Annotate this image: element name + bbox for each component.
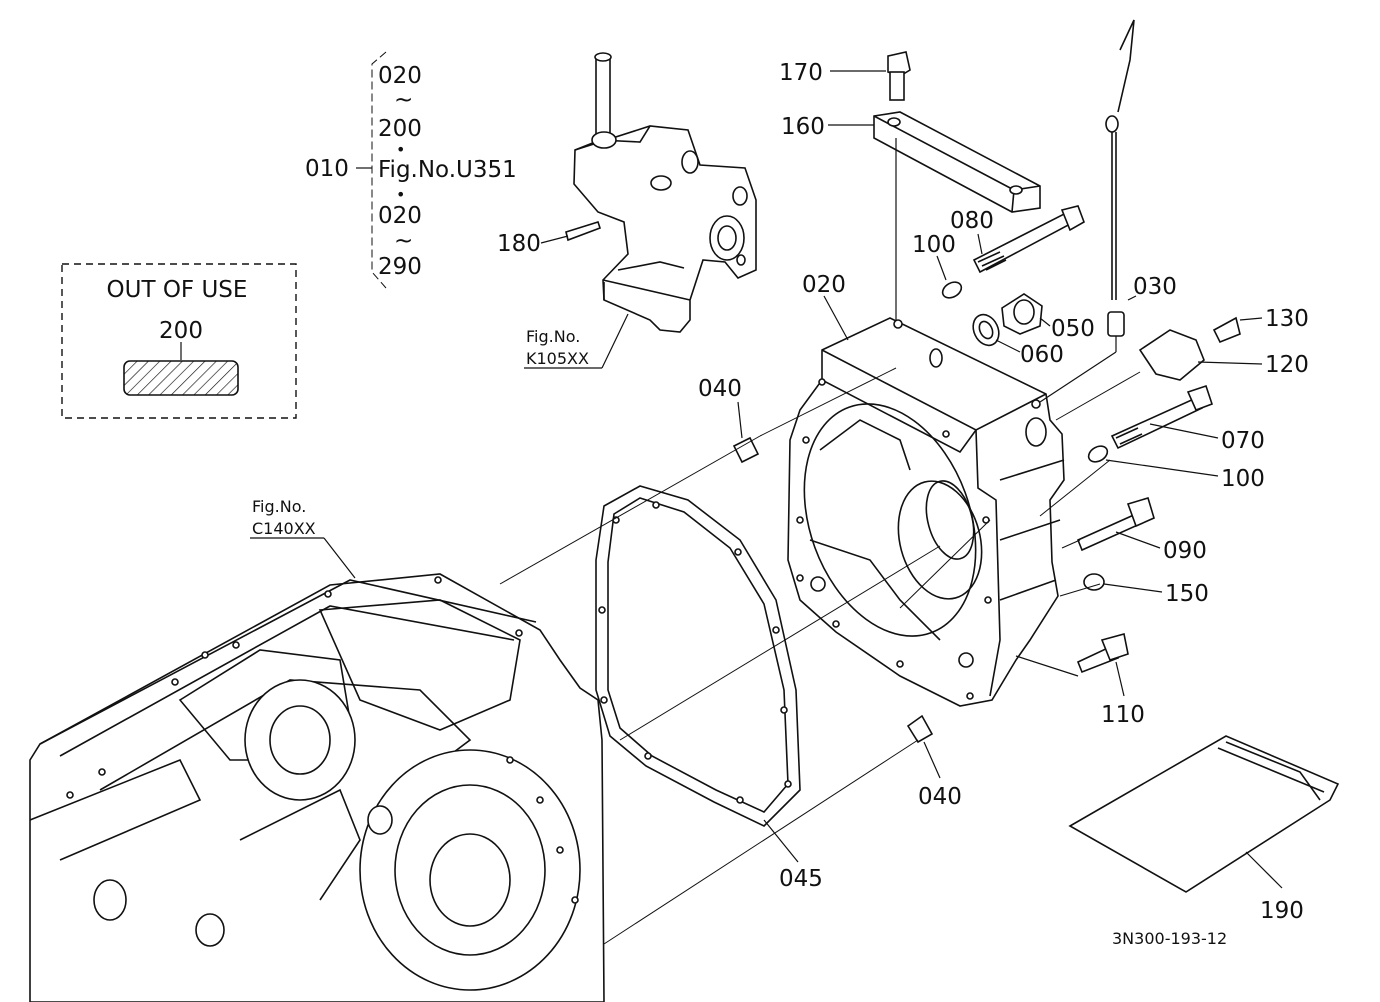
part-080-100: 080 100 <box>912 205 1085 299</box>
label-130: 130 <box>1265 306 1309 332</box>
bracket-line-1: 020 <box>378 63 422 89</box>
assembly-lines <box>499 367 1141 945</box>
dipstick-030: 030 <box>1039 19 1177 403</box>
ref-k105-fig: Fig.No. <box>526 327 580 346</box>
drawing-code: 3N300-193-12 <box>1112 929 1227 948</box>
part-130-120: 130 120 <box>1138 306 1309 381</box>
part-170-160: 170 160 <box>779 51 1041 320</box>
out-of-use-title: OUT OF USE <box>107 277 248 303</box>
bracket-tilde-1: ~ <box>394 87 413 113</box>
label-120: 120 <box>1265 352 1309 378</box>
part-050-060: 050 060 <box>972 293 1095 368</box>
label-070: 070 <box>1221 428 1265 454</box>
bracket-list-010: 020 ~ 200 • Fig.No.U351 • 020 ~ 290 <box>356 51 517 289</box>
label-090: 090 <box>1163 538 1207 564</box>
label-040b: 040 <box>918 784 962 810</box>
label-050: 050 <box>1051 316 1095 342</box>
label-190: 190 <box>1260 898 1304 924</box>
label-040a: 040 <box>698 376 742 402</box>
bracket-line-3: 020 <box>378 203 422 229</box>
label-150: 150 <box>1165 581 1209 607</box>
ref-c140-code: C140XX <box>252 519 316 538</box>
transmission-case: Fig.No. C140XX <box>29 497 605 1002</box>
label-100a: 100 <box>912 232 956 258</box>
ref-c140-fig: Fig.No. <box>252 497 306 516</box>
gasket-045: 045 <box>595 485 823 892</box>
out-of-use-number: 200 <box>159 318 203 344</box>
out-of-use-part-200 <box>123 360 239 396</box>
label-100b: 100 <box>1221 466 1265 492</box>
bracket-line-4: 290 <box>378 254 422 280</box>
part-150: 150 <box>1083 573 1209 607</box>
out-of-use-box: OUT OF USE 200 <box>61 263 297 419</box>
part-070-100: 070 100 <box>1087 384 1265 492</box>
label-160: 160 <box>781 114 825 140</box>
hitch-bracket-part: 180 Fig.No. K105XX <box>497 52 757 369</box>
housing-020: 020 <box>787 272 1065 707</box>
bracket-dot-1: • <box>396 140 405 159</box>
dowel-pins-040: 040 040 <box>698 376 962 810</box>
label-020: 020 <box>802 272 846 298</box>
bracket-dot-2: • <box>396 185 405 204</box>
label-060: 060 <box>1020 342 1064 368</box>
label-170: 170 <box>779 60 823 86</box>
label-010: 010 <box>305 156 349 182</box>
part-090: 090 <box>1076 497 1207 564</box>
label-110: 110 <box>1101 702 1145 728</box>
ref-k105-code: K105XX <box>526 349 589 368</box>
bracket-tilde-2: ~ <box>394 228 413 254</box>
label-030: 030 <box>1133 274 1177 300</box>
label-sheet-190: 190 <box>1068 735 1340 924</box>
label-045: 045 <box>779 866 823 892</box>
label-080: 080 <box>950 208 994 234</box>
bracket-line-2: 200 <box>378 116 422 142</box>
label-180: 180 <box>497 231 541 257</box>
bracket-fig-ref: Fig.No.U351 <box>378 157 517 183</box>
part-110: 110 <box>1015 633 1145 728</box>
